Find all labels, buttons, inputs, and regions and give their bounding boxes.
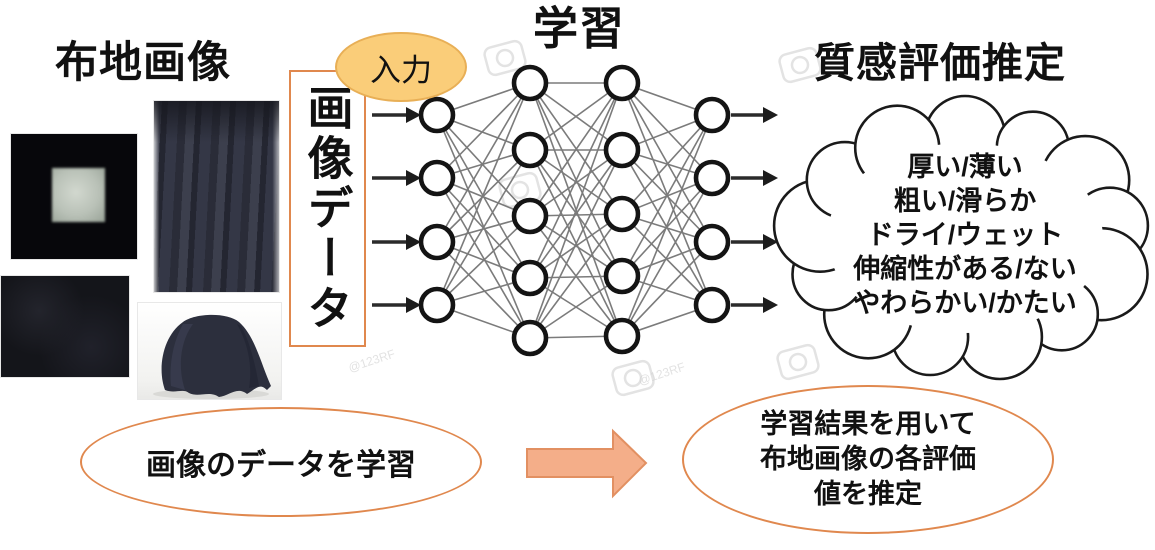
- network-edges: [436, 82, 713, 339]
- draped-cloth-illustration: [153, 314, 271, 399]
- heading-texture-estimation: 質感評価推定: [814, 40, 1066, 86]
- estimate-step-line: 値を推定: [814, 479, 922, 509]
- process-arrow: [526, 428, 648, 499]
- heading-fabric-images: 布地画像: [55, 39, 231, 87]
- heading-learning: 学習: [532, 3, 625, 54]
- network-nodes: [418, 64, 731, 357]
- train-step-ellipse: 画像のデータを学習: [80, 407, 482, 517]
- svg-text:@123RF: @123RF: [637, 360, 687, 388]
- cloud-line: 厚い/薄い: [907, 152, 1023, 182]
- image-data-box: 画像データ: [289, 70, 366, 347]
- cloud-line: 伸縮性がある/ない: [853, 254, 1077, 284]
- svg-text:@123RF: @123RF: [347, 347, 397, 375]
- fabric-photo-drape-folds: [153, 100, 280, 293]
- estimate-step-line: 学習結果を用いて: [760, 409, 976, 439]
- fabric-photo-highlight: [52, 168, 105, 222]
- cloud-evaluation-list: 厚い/薄い 粗い/滑らか ドライ/ウェット 伸縮性がある/ない やわらかい/かた…: [795, 150, 1135, 320]
- input-badge: 入力: [335, 32, 467, 102]
- fabric-photo-dark-texture: [0, 275, 130, 378]
- network-io-arrows: [372, 107, 778, 313]
- train-step-label: 画像のデータを学習: [146, 449, 416, 482]
- cloud-line: やわらかい/かたい: [853, 288, 1077, 318]
- estimate-step-line: 布地画像の各評価: [760, 444, 976, 474]
- fabric-photo-draped-cloth: [137, 302, 282, 400]
- estimate-step-ellipse: 学習結果を用いて 布地画像の各評価 値を推定: [682, 385, 1054, 534]
- cloud-line: 粗い/滑らか: [893, 186, 1037, 216]
- fabric-photo-lit-square: [10, 133, 138, 260]
- cloud-line: ドライ/ウェット: [866, 220, 1064, 250]
